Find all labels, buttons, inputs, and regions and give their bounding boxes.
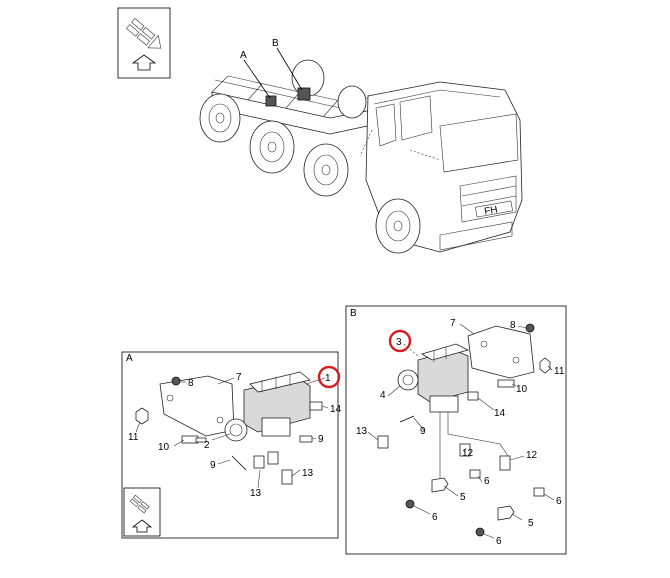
panel-b-label-13: 13 (356, 426, 368, 437)
panel-a-label-14: 14 (330, 404, 342, 415)
panel-a-label-8: 8 (188, 378, 194, 389)
panel-a-label-1: 1 (325, 373, 331, 384)
panel-a-title: A (126, 353, 133, 364)
panel-b-label-4: 4 (380, 390, 386, 401)
panel-b: B (345, 305, 567, 555)
cab-plate-text: FH (483, 204, 498, 217)
panel-a-label-7: 7 (236, 372, 242, 383)
panel-a-label-13a: 13 (250, 488, 262, 499)
highlight-circle-1 (317, 365, 341, 389)
highlight-circle-3 (388, 329, 412, 353)
wheel-rear-1 (199, 93, 241, 143)
panel-a-label-13b: 13 (302, 468, 314, 479)
panel-a-label-2: 2 (204, 440, 210, 451)
callout-b: B (272, 38, 279, 49)
panel-b-label-6d: 6 (496, 536, 502, 547)
panel-a-label-10: 10 (158, 442, 170, 453)
panel-b-label-7: 7 (450, 318, 456, 329)
panel-b-label-11: 11 (554, 366, 565, 377)
panel-b-label-6a: 6 (484, 476, 490, 487)
panel-b-label-12a: 12 (462, 448, 474, 459)
panel-b-label-6c: 6 (556, 496, 562, 507)
panel-a-label-9a: 9 (210, 460, 216, 471)
callout-a: A (240, 50, 247, 61)
panel-a-label-11: 11 (128, 432, 139, 443)
panel-b-label-14: 14 (494, 408, 506, 419)
wheel-rear-2 (249, 120, 295, 174)
truck-illustration: FH A B (199, 38, 523, 254)
panel-b-label-6b: 6 (432, 512, 438, 523)
panel-b-label-8: 8 (510, 320, 516, 331)
panel-b-label-10: 10 (516, 384, 528, 395)
orientation-icon-bottom (123, 487, 161, 537)
panel-a: A (121, 351, 342, 539)
orientation-icon-top (117, 7, 171, 79)
panel-b-label-12b: 12 (526, 450, 538, 461)
panel-b-label-9: 9 (420, 426, 426, 437)
panel-b-label-5b: 5 (528, 518, 534, 529)
wheel-rear-3 (303, 143, 349, 197)
panel-b-label-5a: 5 (460, 492, 466, 503)
panel-b-title: B (350, 308, 357, 319)
panel-a-label-9b: 9 (318, 434, 324, 445)
panel-b-label-3: 3 (396, 337, 402, 348)
wheel-front (375, 198, 421, 254)
